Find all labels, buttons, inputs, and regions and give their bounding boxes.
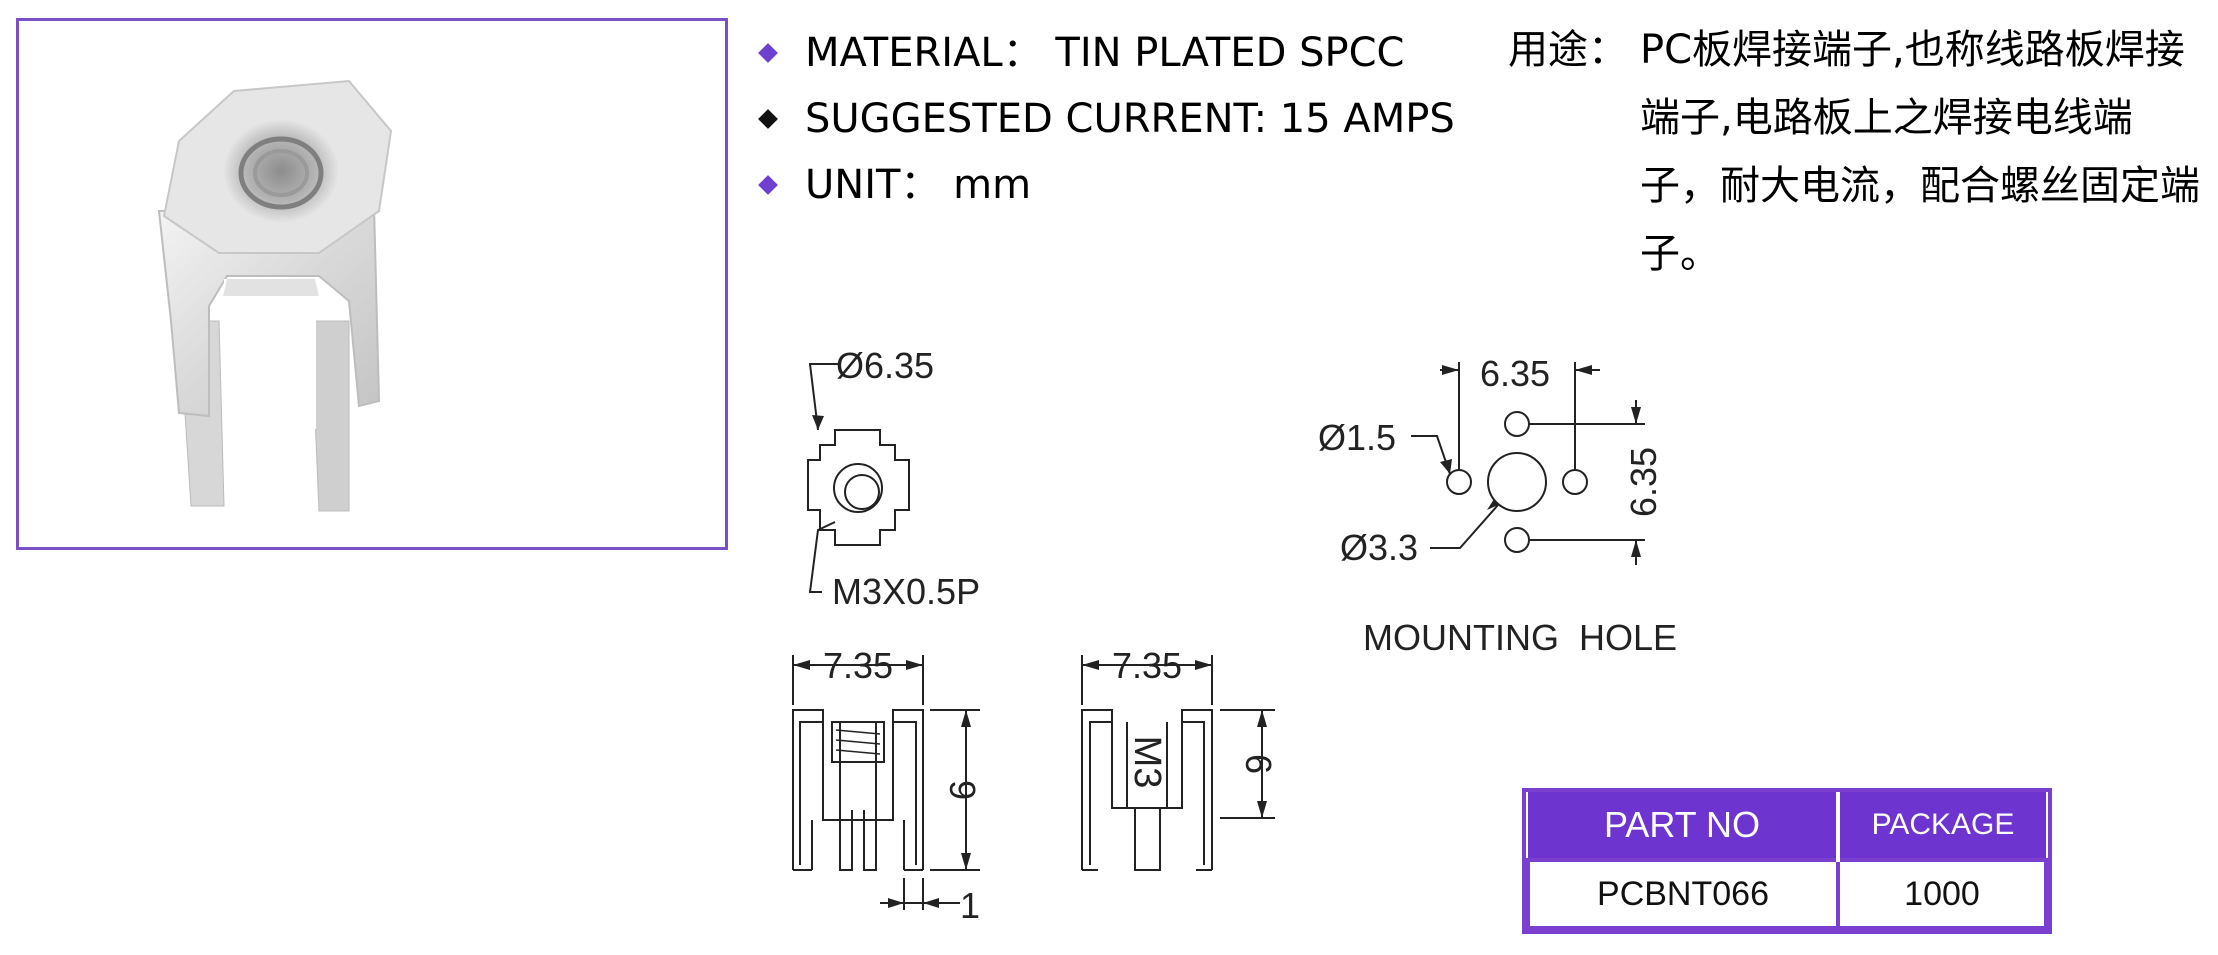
- mounting-pitch-h-label: 6.35: [1480, 353, 1550, 394]
- side-view-height-label: 6: [1238, 754, 1279, 774]
- top-view-diameter-label: Ø6.35: [836, 345, 934, 386]
- package-cell: 1000: [1836, 858, 2048, 930]
- side-view-width-label: 7.35: [1112, 645, 1182, 686]
- diamond-bullet-icon: [758, 175, 778, 195]
- mounting-small-hole-label: Ø1.5: [1318, 417, 1396, 458]
- product-photo: [157, 79, 393, 512]
- top-view-thread-label: M3X0.5P: [832, 571, 980, 612]
- spec-current: SUGGESTED CURRENT: 15 AMPS: [755, 86, 1535, 152]
- usage-text: PC板焊接端子,也称线路板焊接端子,电路板上之焊接电线端子，耐大电流，配合螺丝固…: [1640, 27, 2200, 277]
- spec-material-text: MATERIAL： TIN PLATED SPCC: [805, 30, 1405, 76]
- spec-material: MATERIAL： TIN PLATED SPCC: [755, 20, 1535, 86]
- mounting-large-hole-label: Ø3.3: [1340, 527, 1418, 568]
- mounting-pitch-v-label: 6.35: [1623, 447, 1664, 517]
- diamond-bullet-icon: [758, 43, 778, 63]
- package-header: PACKAGE: [1836, 792, 2046, 860]
- part-no-header: PART NO: [1528, 792, 1838, 860]
- diamond-bullet-icon: [758, 109, 778, 129]
- product-photo-frame: [16, 18, 728, 550]
- front-view-pin-label: 1: [960, 885, 980, 926]
- mounting-hole-title: MOUNTING HOLE: [1363, 617, 1677, 658]
- spec-current-text: SUGGESTED CURRENT: 15 AMPS: [805, 96, 1455, 142]
- part-number-table: PART NO PACKAGE PCBNT066 1000: [1522, 788, 2052, 934]
- spec-unit: UNIT： mm: [755, 152, 1535, 218]
- side-view-thread-label: M3: [1126, 736, 1168, 789]
- specs-list: MATERIAL： TIN PLATED SPCC SUGGESTED CURR…: [755, 20, 1535, 218]
- front-view-width-label: 7.35: [823, 645, 893, 686]
- front-view-height-label: 9: [942, 780, 983, 800]
- usage-label: 用途：: [1508, 27, 1628, 73]
- spec-unit-text: UNIT： mm: [805, 162, 1032, 208]
- part-no-cell: PCBNT066: [1526, 858, 1840, 930]
